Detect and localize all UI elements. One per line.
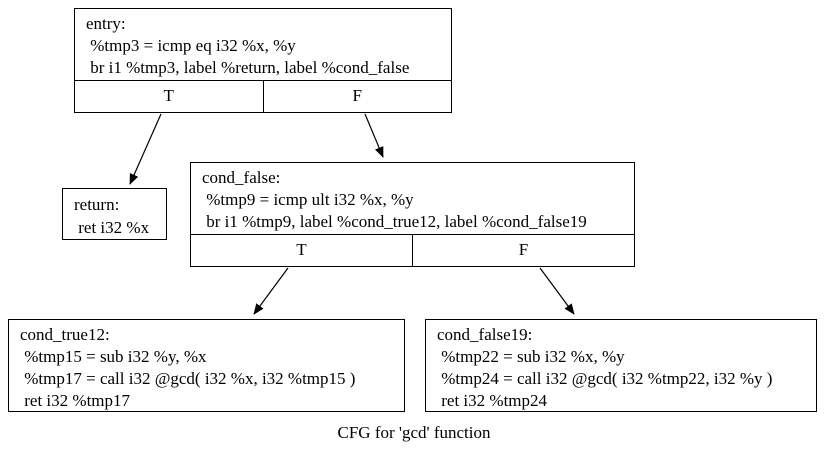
ir-instruction: br i1 %tmp3, label %return, label %cond_… — [86, 58, 410, 77]
block-label: cond_true12: — [20, 325, 110, 344]
ir-instruction: br i1 %tmp9, label %cond_true12, label %… — [202, 212, 587, 231]
branch-true-label: T — [191, 235, 413, 266]
ir-instruction: ret i32 %x — [74, 218, 150, 237]
edge-entry-true-to-return — [129, 113, 162, 185]
edge-cond-false-false-to-cond-false19 — [539, 267, 575, 315]
ir-instruction: ret i32 %tmp24 — [437, 391, 548, 410]
cfg-node-cond-false: cond_false: %tmp9 = icmp ult i32 %x, %y … — [190, 162, 635, 267]
cfg-node-cond-false19: cond_false19: %tmp22 = sub i32 %x, %y %t… — [425, 319, 817, 412]
ir-instruction: %tmp15 = sub i32 %y, %x — [20, 347, 207, 366]
edge-entry-false-to-cond-false — [364, 113, 384, 158]
edge-cond-false-true-to-cond-true12 — [253, 267, 289, 315]
cfg-node-return: return: ret i32 %x — [62, 188, 167, 240]
ir-instruction: %tmp3 = icmp eq i32 %x, %y — [86, 36, 296, 55]
ir-instruction: ret i32 %tmp17 — [20, 391, 131, 410]
branch-row: T F — [75, 80, 451, 112]
ir-instruction: %tmp9 = icmp ult i32 %x, %y — [202, 190, 414, 209]
block-label: entry: — [86, 14, 126, 33]
branch-row: T F — [191, 234, 634, 266]
cfg-node-cond-true12: cond_true12: %tmp15 = sub i32 %y, %x %tm… — [8, 319, 405, 412]
branch-true-label: T — [75, 81, 264, 112]
cfg-node-entry: entry: %tmp3 = icmp eq i32 %x, %y br i1 … — [74, 8, 452, 113]
branch-false-label: F — [518, 240, 529, 259]
graph-caption: CFG for 'gcd' function — [337, 423, 491, 442]
ir-instruction: %tmp17 = call i32 @gcd( i32 %x, i32 %tmp… — [20, 369, 356, 388]
block-label: cond_false: — [202, 168, 281, 187]
block-label: cond_false19: — [437, 325, 533, 344]
ir-instruction: %tmp22 = sub i32 %x, %y — [437, 347, 625, 366]
ir-instruction: %tmp24 = call i32 @gcd( i32 %tmp22, i32 … — [437, 369, 773, 388]
block-label: return: — [74, 195, 120, 214]
branch-false-label: F — [352, 86, 362, 105]
